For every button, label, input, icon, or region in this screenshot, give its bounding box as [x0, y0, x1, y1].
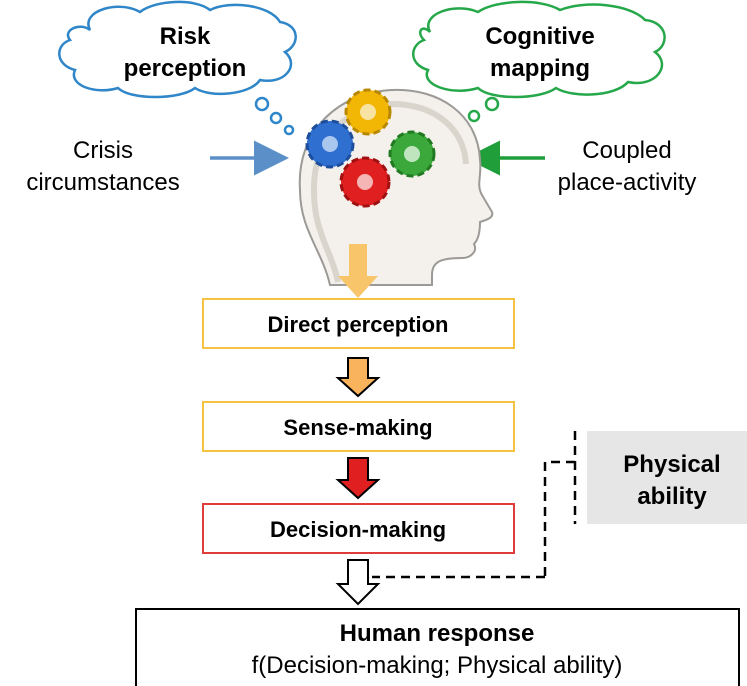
physical-ability-connector	[372, 431, 577, 579]
cognitive-label-line1: Cognitive	[485, 23, 594, 50]
physical-ability-box: Physical ability	[587, 431, 747, 524]
head-with-gears-icon	[298, 88, 494, 286]
thought-bubble-dot	[467, 109, 481, 123]
thought-bubble-dot	[283, 124, 295, 136]
gear-icon-yellow	[344, 88, 392, 136]
head-to-perception-arrow	[338, 244, 378, 298]
cognitive-label-line2: mapping	[490, 55, 590, 82]
crisis-label-line1: Crisis	[73, 137, 133, 164]
risk-label-line2: perception	[124, 55, 247, 82]
crisis-circumstances-input: Crisis circumstances	[26, 137, 289, 196]
risk-label-line1: Risk	[160, 23, 211, 50]
flow-arrow-1	[335, 357, 381, 398]
decision-making-label: Decision-making	[270, 517, 446, 542]
decision-making-box: Decision-making	[202, 503, 515, 554]
sense-making-label: Sense-making	[283, 415, 432, 440]
direct-perception-label: Direct perception	[268, 312, 449, 337]
thought-bubble-dot	[269, 111, 283, 125]
human-response-title: Human response	[340, 620, 535, 647]
cognitive-mapping-cloud: Cognitive mapping	[412, 0, 666, 133]
thought-bubble-dot	[484, 96, 500, 112]
gear-icon-green	[388, 130, 436, 178]
coupled-label-line1: Coupled	[582, 137, 671, 164]
direct-perception-box: Direct perception	[202, 298, 515, 349]
risk-perception-cloud: Risk perception	[58, 0, 297, 136]
human-response-box: Human response f(Decision-making; Physic…	[135, 608, 740, 686]
flow-arrow-3	[335, 559, 381, 606]
crisis-label-line2: circumstances	[26, 169, 179, 196]
gear-icon-blue	[305, 119, 355, 169]
coupled-label-line2: place-activity	[558, 169, 697, 196]
thought-bubble-dot	[254, 96, 270, 112]
flow-arrow-2	[335, 457, 381, 500]
physical-label-line2: ability	[637, 483, 707, 510]
gear-icon-red	[339, 156, 391, 208]
human-response-formula: f(Decision-making; Physical ability)	[252, 652, 623, 679]
sense-making-box: Sense-making	[202, 401, 515, 452]
coupled-place-activity-input: Coupled place-activity	[465, 137, 697, 196]
physical-label-line1: Physical	[623, 451, 720, 478]
